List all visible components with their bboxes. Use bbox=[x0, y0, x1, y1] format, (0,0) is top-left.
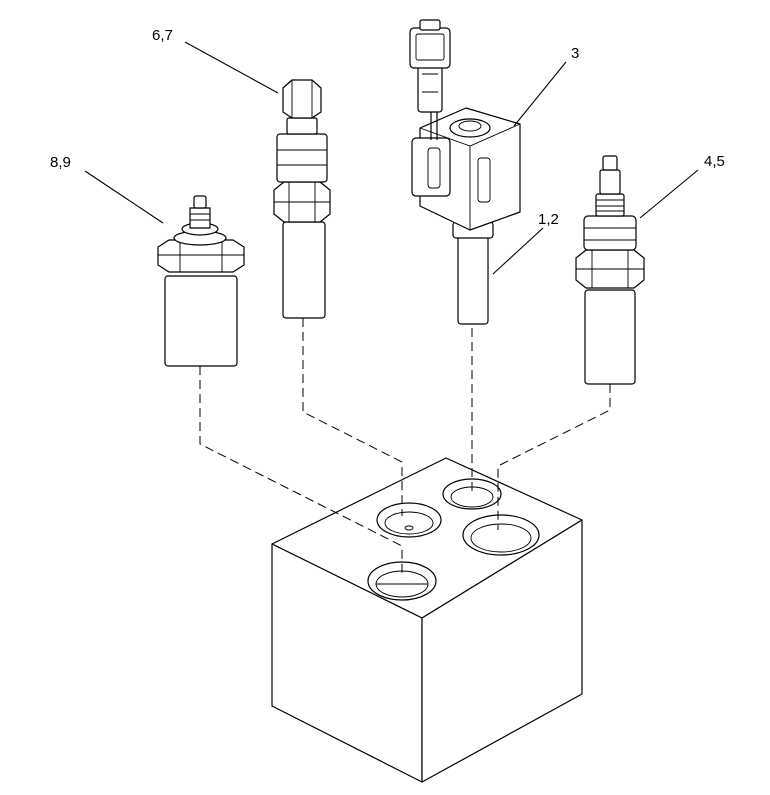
callout-6-7: 6,7 bbox=[152, 27, 173, 44]
manifold-port-middle bbox=[376, 502, 442, 538]
leader-8-9 bbox=[84, 170, 164, 224]
sensor-tall bbox=[273, 79, 331, 319]
leader-1-2 bbox=[492, 227, 544, 275]
callout-4-5: 4,5 bbox=[704, 153, 725, 170]
sensor-right bbox=[575, 155, 645, 385]
leader-6-7 bbox=[184, 41, 279, 94]
manifold-port-back bbox=[442, 478, 502, 510]
solenoid-valve bbox=[409, 19, 521, 325]
callout-1-2: 1,2 bbox=[538, 211, 559, 228]
assembly-lines bbox=[199, 318, 611, 578]
leader-3 bbox=[513, 61, 567, 127]
callout-3: 3 bbox=[571, 45, 579, 62]
leader-4-5 bbox=[639, 169, 699, 219]
sensor-left bbox=[157, 195, 245, 367]
callout-8-9: 8,9 bbox=[50, 154, 71, 171]
manifold-block bbox=[271, 457, 583, 783]
manifold-port-front bbox=[367, 561, 437, 601]
manifold-right-face bbox=[421, 519, 583, 783]
leader-lines bbox=[84, 41, 699, 275]
manifold-port-right bbox=[462, 514, 540, 556]
